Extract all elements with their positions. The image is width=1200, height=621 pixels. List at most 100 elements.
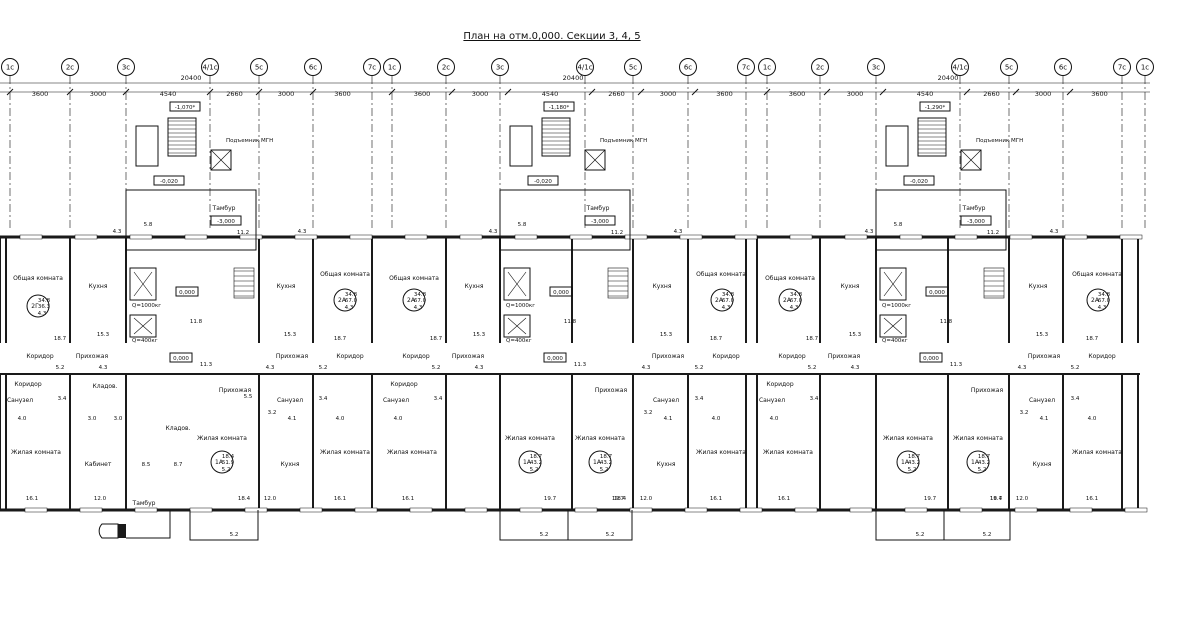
bath-label: Санузел [277, 397, 303, 404]
level-box [169, 101, 201, 112]
level-box [543, 101, 575, 112]
stair-rail [885, 125, 909, 167]
living-room-label: Жилая комната [11, 449, 61, 456]
apartment-area: 18.7 [978, 454, 991, 460]
window [954, 234, 978, 240]
window [629, 507, 653, 513]
axis-label: 1с [6, 64, 14, 72]
wall [687, 237, 689, 343]
hall-label: Прихожая [1028, 353, 1061, 360]
hall-label: Прихожая [76, 353, 109, 360]
window [794, 507, 818, 513]
corridor-label: Коридор [390, 381, 417, 388]
entry-level-mark: -1,070* [175, 105, 196, 111]
area-value: 11.2 [987, 230, 999, 236]
window [1069, 507, 1093, 513]
area-value: 18.4 [238, 496, 251, 502]
wall [125, 237, 127, 343]
window [459, 234, 483, 240]
apartment-area: 4.3 [790, 305, 799, 311]
apartment-area: 18.7 [600, 454, 613, 460]
window [299, 507, 323, 513]
area-value: 4.3 [266, 365, 275, 371]
area-value: 5.2 [540, 532, 549, 538]
area-value: 4.3 [642, 365, 651, 371]
apartment-area: 5.2 [978, 467, 987, 473]
level-box [919, 101, 951, 112]
level-box [960, 215, 992, 226]
corridor-label: Коридор [712, 353, 739, 360]
lift-cross [960, 149, 982, 171]
corridor-label: Коридор [26, 353, 53, 360]
axis-label: 4/1с [952, 64, 967, 72]
pantry-label: Кладов. [92, 383, 117, 390]
wall [0, 508, 1140, 512]
wall [947, 375, 949, 510]
wall [819, 237, 821, 343]
apartment-type: 1А [593, 459, 602, 466]
wall [499, 375, 501, 510]
wall [69, 237, 71, 343]
level-box [527, 175, 559, 186]
apartment-tag [402, 288, 426, 312]
wall [499, 237, 501, 343]
platform-lift [584, 149, 606, 171]
window [684, 507, 708, 513]
window [79, 507, 103, 513]
area-value: 5.2 [808, 365, 817, 371]
lift-label: Подъемник МГН [226, 138, 273, 144]
level-box [153, 175, 185, 186]
window [959, 507, 983, 513]
platform-lift [960, 149, 982, 171]
area-value: 4.0 [1088, 416, 1097, 422]
core-outline [875, 189, 1007, 251]
kitchen-label: Кухня [277, 283, 296, 290]
axis-bubble [304, 58, 322, 76]
window [734, 234, 758, 240]
level-box [919, 352, 943, 363]
area-value: 4.3 [113, 229, 122, 235]
axis-label: 5с [629, 64, 637, 72]
wall [0, 237, 1, 343]
axis-label: 3с [122, 64, 130, 72]
window [679, 234, 703, 240]
apartment-type: 2А [407, 297, 416, 304]
apartment-area: 34.8 [1098, 292, 1111, 298]
area-value: 4.3 [298, 229, 307, 235]
axis-bubble [250, 58, 268, 76]
common-room-label: Общая комната [389, 275, 439, 282]
bath-label: Санузел [759, 397, 785, 404]
apartment-area: 18.7 [530, 454, 543, 460]
living-room-label: Жилая комната [505, 435, 555, 442]
area-value: 3.4 [319, 396, 328, 402]
area-value: 18.4 [614, 496, 627, 502]
wall [571, 375, 573, 510]
area-value: 3.4 [810, 396, 819, 402]
area-value: 19.7 [612, 496, 625, 502]
window [624, 234, 648, 240]
dimension-tick [763, 88, 771, 96]
axis-label: 2с [66, 64, 74, 72]
elevator-shaft [879, 267, 907, 301]
axis-bubble [679, 58, 697, 76]
axis-label: 1с [388, 64, 396, 72]
apartment-type: 2А [783, 297, 792, 304]
area-value: 4.3 [99, 365, 108, 371]
axis-label: 3с [496, 64, 504, 72]
span-dimension-value: 2660 [608, 90, 625, 98]
axis-label: 3с [872, 64, 880, 72]
window [404, 234, 428, 240]
vestibule-level-mark: -3,000 [591, 219, 609, 225]
platform-lift [210, 149, 232, 171]
span-dimension-value: 4540 [542, 90, 559, 98]
area-value: 16.1 [710, 496, 722, 502]
kitchen-label: Кухня [841, 283, 860, 290]
apartment-area: 43.2 [978, 460, 990, 466]
area-value: 12.0 [640, 496, 653, 502]
axis-label: 5с [255, 64, 263, 72]
area-value: 19.7 [924, 496, 937, 502]
dimension-tick [1012, 88, 1020, 96]
wall [819, 375, 821, 510]
axis-bubble [1, 58, 19, 76]
